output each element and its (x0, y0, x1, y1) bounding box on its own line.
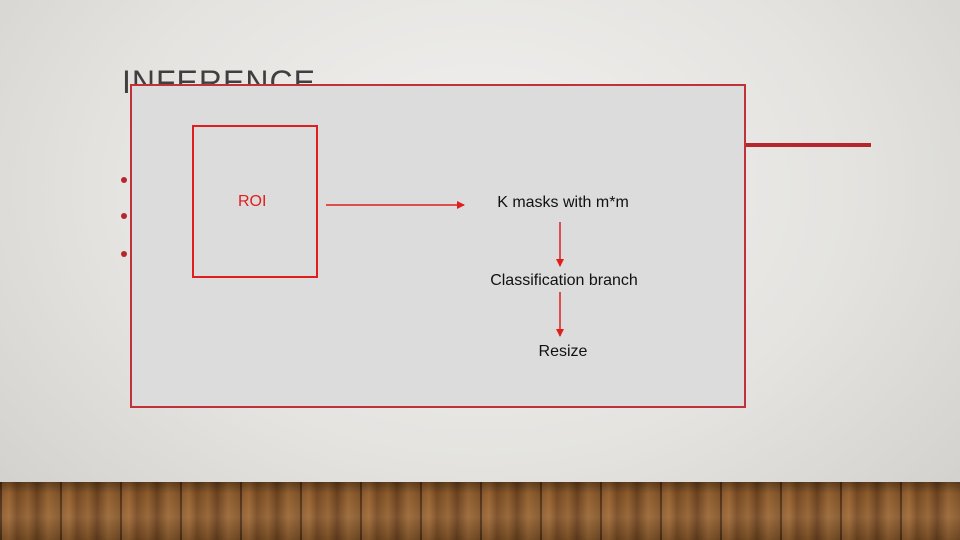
bullet-dot (121, 251, 127, 257)
masks-node-label: K masks with m*m (497, 194, 629, 212)
title-underline (745, 143, 871, 147)
wood-floor-shading (0, 482, 960, 540)
roi-label: ROI (238, 193, 266, 211)
bullet-dot (121, 213, 127, 219)
resize-node-label: Resize (539, 343, 588, 361)
classification-node-label: Classification branch (490, 272, 638, 290)
bullet-dot (121, 177, 127, 183)
